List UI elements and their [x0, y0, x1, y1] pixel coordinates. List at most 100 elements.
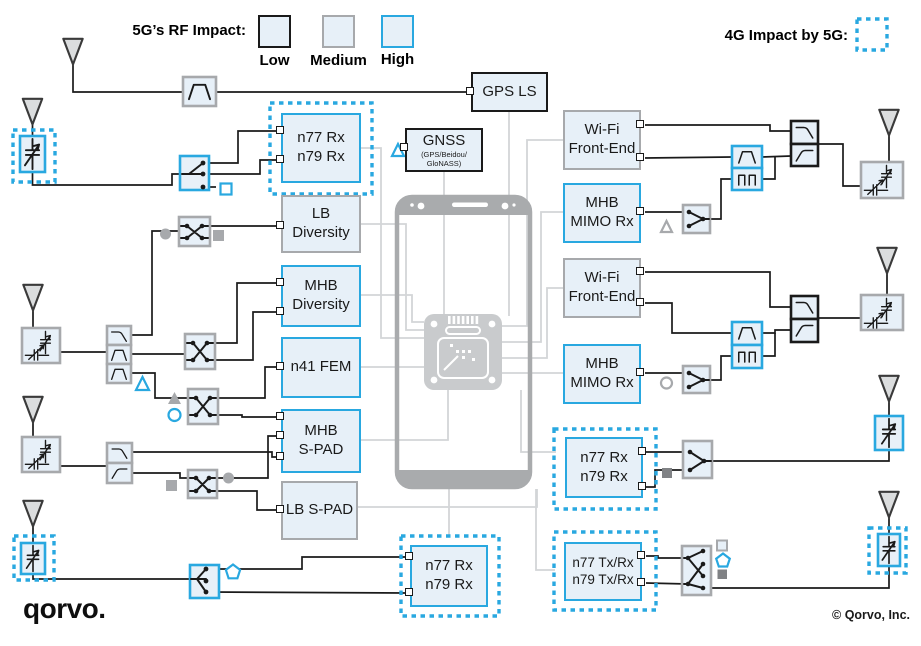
- rf-chip-graphic: [424, 314, 502, 390]
- qorvo-logo: qorvo.: [23, 593, 106, 624]
- block-mhb-spad: MHB S-PAD: [281, 409, 361, 473]
- antenna-tuner-mid-right: [859, 293, 905, 332]
- block-lb-diversity: LB Diversity: [281, 195, 361, 253]
- circle-marker-sw4: [659, 376, 674, 390]
- antenna-icon: [878, 490, 900, 519]
- square-marker-sw1: [219, 182, 233, 196]
- signal-wires: [31, 63, 890, 594]
- port: [276, 278, 285, 287]
- legend-4g-impact-swatch: [855, 17, 889, 52]
- block-label: n77 Rx: [425, 557, 473, 575]
- legend-label-high: High: [380, 51, 415, 68]
- dual-filter-mid-right: [730, 320, 764, 370]
- block-gnss: GNSS (GPS/Beidou/ GloNASS): [405, 128, 483, 172]
- impact-markers: [134, 141, 732, 580]
- antennas: [21, 37, 900, 528]
- antenna-icon: [22, 395, 44, 424]
- block-label: GNSS: [422, 131, 466, 149]
- block-label: MIMO Rx: [570, 374, 634, 391]
- components: [18, 75, 905, 600]
- port: [638, 447, 647, 456]
- port: [637, 551, 646, 560]
- copyright-text: © Qorvo, Inc.: [832, 608, 910, 622]
- cross-switch-bottom-right: [680, 544, 713, 597]
- bandpass-filter-gps: [181, 75, 218, 108]
- square-marker-xs1: [213, 230, 224, 241]
- switch-sp3t-top-left: [178, 154, 211, 192]
- square-marker-sw6-dark: [717, 569, 727, 579]
- block-wifi-frontend-mid: Wi-Fi Front-End: [563, 258, 641, 318]
- diplexer-top-right: [789, 119, 820, 168]
- block-label: n77 Rx: [297, 129, 345, 147]
- port: [276, 155, 285, 164]
- antenna-tuner-lower-right: [873, 414, 905, 452]
- cross-switch-lb-2: [186, 468, 219, 500]
- antenna-icon: [62, 37, 84, 66]
- port: [276, 431, 285, 440]
- block-lb-spad: LB S-PAD: [281, 481, 358, 540]
- block-label: MHB: [585, 355, 619, 373]
- block-label: Front-End: [568, 288, 636, 305]
- block-label: Front-End: [568, 140, 636, 157]
- block-gps-ls: GPS LS: [471, 72, 548, 112]
- legend-label-low: Low: [259, 52, 290, 69]
- cross-switch-lb: [177, 215, 212, 248]
- block-sublabel: GloNASS): [426, 159, 462, 169]
- circle-marker-xs3: [167, 407, 182, 423]
- block-n77-n79-tx-rx: n77 Tx/Rx n79 Tx/Rx: [564, 542, 642, 601]
- port: [638, 482, 647, 491]
- pentagon-marker-sw6: [714, 552, 732, 568]
- legend-4g-impact-title: 4G Impact by 5G:: [724, 27, 848, 44]
- triplexer-left: [105, 324, 133, 385]
- port: [637, 578, 646, 587]
- port: [405, 552, 414, 561]
- block-label: n79 Rx: [580, 467, 628, 485]
- antenna-icon: [22, 283, 44, 312]
- legend-label-medium: Medium: [310, 52, 367, 69]
- antenna-icon: [876, 246, 898, 275]
- smartphone-outline: [394, 194, 533, 490]
- antenna-icon: [878, 108, 900, 137]
- legend-swatch-low: [258, 15, 291, 48]
- antenna-tuner-mid-left-1: [20, 326, 62, 365]
- antenna-tuner-bottom-left: [19, 541, 47, 576]
- block-label: n77 Rx: [580, 448, 628, 466]
- block-n77-n79-rx-bottom: n77 Rx n79 Rx: [410, 545, 488, 607]
- port: [466, 87, 475, 96]
- block-mhb-diversity: MHB Diversity: [281, 265, 361, 327]
- port: [636, 368, 645, 377]
- square-marker-sw5: [662, 468, 672, 478]
- port: [276, 452, 285, 461]
- block-label: Diversity: [292, 224, 350, 241]
- triangle-marker-xs2: [168, 392, 181, 404]
- square-marker-xs4: [166, 480, 177, 491]
- antenna-icon: [22, 499, 44, 528]
- dual-filter-top-right: [730, 144, 764, 192]
- port: [636, 298, 645, 307]
- block-label: n41 FEM: [290, 358, 352, 376]
- triangle-marker-triplexer: [134, 374, 151, 392]
- block-label: MHB: [304, 277, 338, 295]
- block-label: n79 Rx: [425, 576, 473, 593]
- port: [276, 126, 285, 135]
- block-mhb-mimo-top: MHB MIMO Rx: [563, 183, 641, 243]
- port: [276, 307, 285, 316]
- pentagon-marker-sw2: [224, 563, 242, 580]
- impacted-by-5g-outlines: [11, 17, 908, 618]
- block-label: MIMO Rx: [570, 213, 634, 230]
- antenna-tuner-mid-left-2: [20, 435, 62, 474]
- block-wifi-frontend-top: Wi-Fi Front-End: [563, 110, 641, 170]
- switch-sp3t-bottom-left: [188, 563, 221, 600]
- switch-spdt-mid-right: [681, 364, 712, 395]
- block-label: MHB: [585, 194, 619, 212]
- block-label: GPS LS: [482, 82, 537, 100]
- block-label: MHB: [304, 422, 338, 440]
- block-mhb-mimo-mid: MHB MIMO Rx: [563, 344, 641, 404]
- antenna-icon: [21, 97, 44, 126]
- switch-spdt-top-right: [681, 203, 712, 235]
- legend-swatch-high: [381, 15, 414, 48]
- port: [636, 267, 645, 276]
- block-n77-n79-rx-top: n77 Rx n79 Rx: [281, 113, 361, 183]
- port: [276, 362, 285, 371]
- cross-switch-mhb-1: [183, 332, 217, 371]
